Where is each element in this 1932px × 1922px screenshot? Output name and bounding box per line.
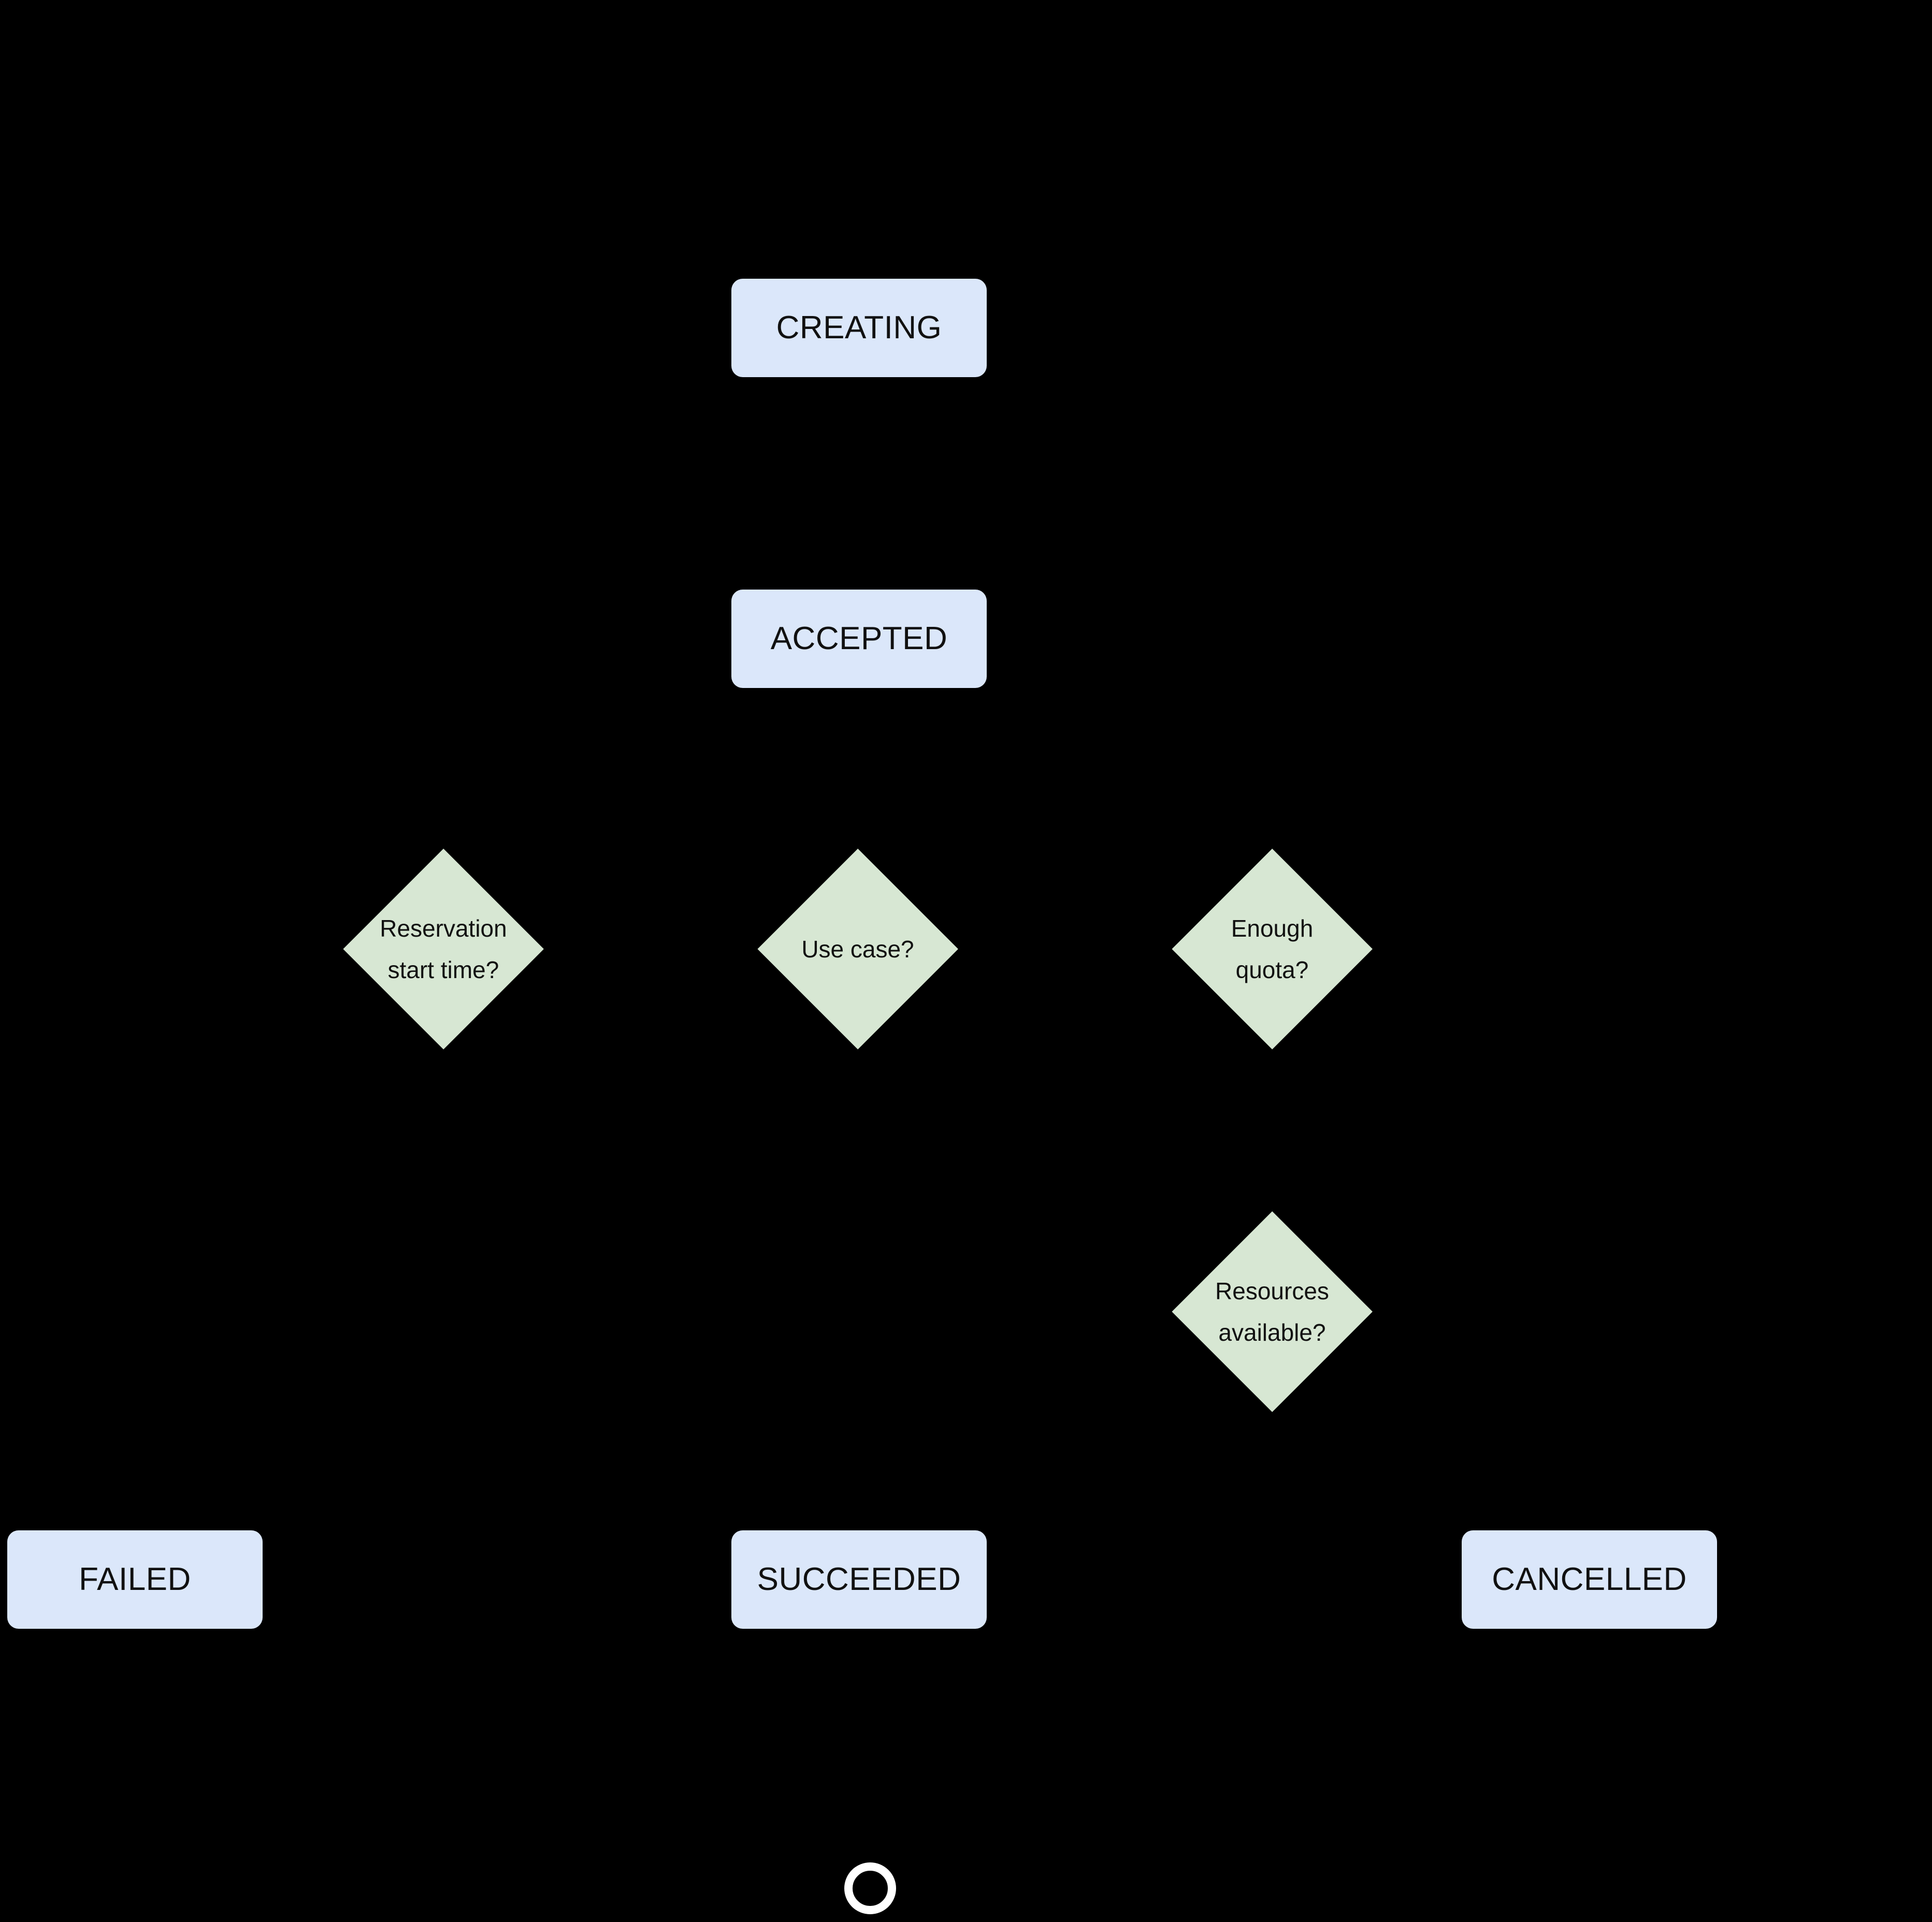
edge-accepted-to-start-time	[442, 688, 861, 849]
decision-resources-available[interactable]: Resources available?	[1171, 1211, 1373, 1412]
state-label: SUCCEEDED	[757, 1561, 961, 1597]
terminal-end-node[interactable]	[844, 1862, 896, 1914]
edge-resources-to-cancelled	[1271, 1412, 1591, 1530]
state-box-creating[interactable]: CREATING	[731, 279, 987, 377]
state-box-accepted[interactable]: ACCEPTED	[731, 590, 987, 688]
decision-reservation-start-time[interactable]: Reservation start time?	[342, 848, 544, 1050]
state-label: ACCEPTED	[770, 621, 948, 656]
edge-start-time-to-failed	[133, 1050, 445, 1530]
decision-label: Resources available?	[1215, 1277, 1329, 1346]
decision-use-case[interactable]: Use case?	[757, 848, 958, 1050]
edge-succeeded-to-end	[857, 1629, 872, 1862]
state-label: CREATING	[776, 310, 942, 346]
state-box-failed[interactable]: FAILED	[7, 1530, 263, 1629]
state-label: FAILED	[79, 1561, 191, 1597]
decision-enough-quota[interactable]: Enough quota?	[1171, 848, 1373, 1050]
edge-accepted-to-use-case	[856, 688, 861, 849]
edge-accepted-to-enough-quota	[857, 688, 1274, 849]
decision-label: Reservation start time?	[380, 914, 507, 984]
edge-use-case-to-succeeded	[856, 1050, 861, 1530]
state-label: CANCELLED	[1492, 1561, 1687, 1597]
state-box-cancelled[interactable]: CANCELLED	[1462, 1530, 1717, 1629]
state-box-succeeded[interactable]: SUCCEEDED	[731, 1530, 987, 1629]
decision-label: Enough quota?	[1231, 914, 1314, 984]
decision-label: Use case?	[801, 935, 914, 963]
